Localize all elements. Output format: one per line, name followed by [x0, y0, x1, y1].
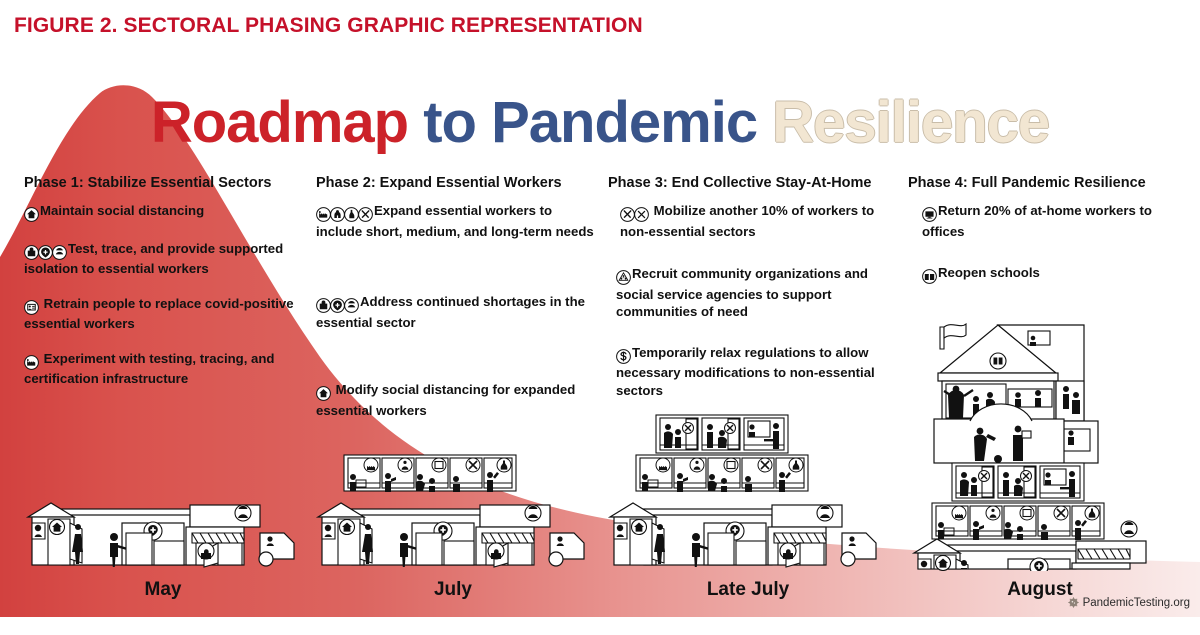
community-icon	[616, 268, 631, 286]
home-icon	[24, 205, 39, 223]
month-label-may: May	[144, 579, 182, 600]
phase-1-bullet-1: Maintain social distancing	[24, 202, 309, 223]
factory-icon	[24, 353, 39, 371]
monitor-icon	[922, 205, 937, 223]
shopping-bag-icon	[316, 298, 331, 313]
bottle-icon	[344, 207, 359, 222]
phase-4-bullet-1-text: Return 20% of at-home workers to offices	[922, 203, 1152, 239]
figure-caption: FIGURE 2. SECTORAL PHASING GRAPHIC REPRE…	[14, 14, 643, 37]
phase-2-bullet-3-text: Modify social distancing for expanded es…	[316, 382, 576, 418]
phase-2-bullet-1-text: Expand essential workers to include shor…	[316, 203, 594, 239]
scene-may	[25, 502, 295, 568]
dollar-icon	[616, 347, 631, 365]
phase-2-bullet-2-text: Address continued shortages in the essen…	[316, 294, 585, 330]
scene-late-july	[607, 414, 877, 568]
x-circle-icon	[634, 207, 649, 222]
title-word-pandemic: to Pandemic	[423, 90, 758, 155]
phase-3-bullet-2-text: Recruit community organizations and soci…	[616, 266, 868, 320]
phase-1-bullet-4: Experiment with testing, tracing, and ce…	[24, 350, 309, 388]
phase-1-bullet-3-text: Retrain people to replace covid-positive…	[24, 295, 294, 332]
month-label-late-july: Late July	[706, 579, 790, 600]
scene-july	[315, 454, 585, 568]
book-icon	[922, 267, 937, 285]
phase-4-bullet-2: Reopen schools	[908, 264, 1188, 285]
crossed-tools-icon	[620, 207, 635, 222]
phase-1-bullet-3: Retrain people to replace covid-positive…	[24, 295, 309, 333]
childcare-icon	[330, 207, 345, 222]
phase-2-bullet-1: Expand essential workers to include shor…	[316, 202, 596, 240]
medical-cross-icon	[38, 244, 53, 260]
food-icon	[344, 298, 359, 313]
home-icon	[316, 384, 331, 402]
virus-icon	[1067, 597, 1079, 608]
phase-2-bullet-2: Address continued shortages in the essen…	[316, 293, 596, 331]
phase-column-3: Phase 3: End Collective Stay-At-Home Mob…	[608, 175, 898, 416]
phase-2-heading: Phase 2: Expand Essential Workers	[316, 175, 562, 191]
month-label-july: July	[433, 579, 473, 600]
shopping-bag-icon	[24, 244, 39, 260]
scene-august	[911, 322, 1147, 571]
food-icon	[52, 244, 67, 260]
phase-3-bullet-3: Temporarily relax regulations to allow n…	[608, 344, 898, 400]
logo-text: PandemicTesting.org	[1082, 596, 1190, 609]
phase-3-bullet-1-text: Mobilize another 10% of workers to non-e…	[620, 203, 875, 239]
phase-1-bullet-2-text: Test, trace, and provide supported isola…	[24, 240, 284, 277]
phase-2-bullet-3: Modify social distancing for expanded es…	[316, 381, 596, 419]
month-label-august: August	[1007, 579, 1073, 600]
phase-3-heading: Phase 3: End Collective Stay-At-Home	[608, 175, 872, 191]
phase-4-bullet-2-text: Reopen schools	[938, 265, 1040, 281]
crossed-tools-icon	[358, 207, 373, 222]
title-word-resilience: Resilience	[772, 90, 1050, 155]
factory-icon	[316, 207, 331, 222]
phase-3-bullet-3-text: Temporarily relax regulations to allow n…	[616, 344, 875, 398]
epidemic-curve	[0, 85, 1200, 617]
phase-4-heading: Phase 4: Full Pandemic Resilience	[908, 175, 1146, 191]
phase-1-bullet-1-text: Maintain social distancing	[40, 203, 205, 218]
phase-3-bullet-1: Mobilize another 10% of workers to non-e…	[608, 202, 898, 240]
phase-4-bullet-1: Return 20% of at-home workers to offices	[908, 202, 1188, 240]
phase-1-bullet-4-text: Experiment with testing, tracing, and ce…	[24, 350, 275, 387]
poster-title: Roadmap to Pandemic Resilience	[0, 89, 1200, 156]
phase-column-1: Phase 1: Stabilize Essential Sectors Mai…	[24, 175, 309, 405]
phase-column-4: Phase 4: Full Pandemic Resilience Return…	[908, 175, 1188, 302]
phase-column-2: Phase 2: Expand Essential Workers Expand…	[316, 175, 596, 436]
training-board-icon	[24, 298, 39, 316]
poster-graphic: Roadmap to Pandemic Resilience Phase 1: …	[0, 57, 1200, 617]
site-logo[interactable]: PandemicTesting.org	[1067, 596, 1190, 609]
phase-1-bullet-2: Test, trace, and provide supported isola…	[24, 240, 309, 278]
medical-cross-icon	[330, 298, 345, 313]
phase-1-heading: Phase 1: Stabilize Essential Sectors	[24, 175, 272, 191]
title-word-roadmap: Roadmap	[150, 90, 409, 155]
phase-3-bullet-2: Recruit community organizations and soci…	[608, 265, 898, 321]
